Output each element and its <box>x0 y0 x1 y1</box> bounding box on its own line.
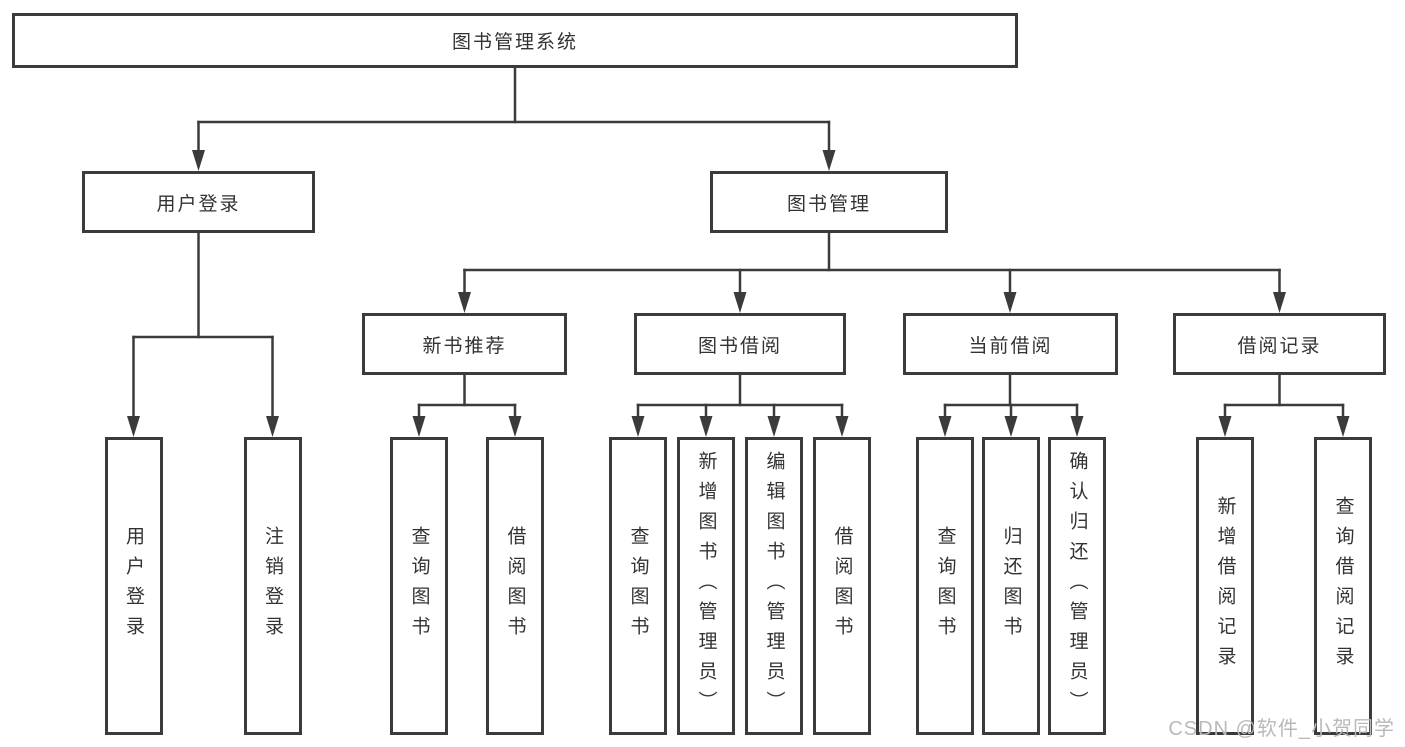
node-new-book-recommend: 新书推荐 <box>362 313 567 375</box>
leaf-label: 确认归还（管理员） <box>1066 451 1088 721</box>
node-label: 借阅记录 <box>1237 335 1322 357</box>
node-label: 新书推荐 <box>422 335 507 357</box>
node-label: 当前借阅 <box>968 335 1053 357</box>
leaf-label: 查询图书 <box>934 526 956 646</box>
leaf-borrow-book: 借阅图书 <box>813 437 871 735</box>
node-label: 图书管理 <box>786 193 871 215</box>
connector-bookmgmt-to-level3 <box>458 231 1286 313</box>
leaf-label: 编辑图书（管理员） <box>763 451 785 721</box>
connector-currentborrow-to-leaves <box>938 373 1084 437</box>
connector-bookborrow-to-leaves <box>631 373 849 437</box>
node-book-borrow: 图书借阅 <box>634 313 846 375</box>
leaf-label: 借阅图书 <box>831 526 853 646</box>
node-current-borrow: 当前借阅 <box>903 313 1118 375</box>
connector-newbook-to-leaves <box>412 373 522 437</box>
leaf-label: 归还图书 <box>1000 526 1022 646</box>
leaf-query-borrow-record: 查询借阅记录 <box>1314 437 1372 735</box>
leaf-label: 借阅图书 <box>504 526 526 646</box>
leaf-query-book-recommend: 查询图书 <box>390 437 448 735</box>
connector-userlogin-to-leaves <box>127 231 279 437</box>
connector-root-to-level2 <box>192 66 836 171</box>
leaf-label: 查询图书 <box>408 526 430 646</box>
connector-borrowrecord-to-leaves <box>1218 373 1350 437</box>
node-user-login: 用户登录 <box>82 171 315 233</box>
leaf-label: 新增借阅记录 <box>1214 496 1236 676</box>
node-library-management-system: 图书管理系统 <box>12 13 1018 68</box>
leaf-add-book-admin: 新增图书（管理员） <box>677 437 735 735</box>
leaf-confirm-return-admin: 确认归还（管理员） <box>1048 437 1106 735</box>
leaf-edit-book-admin: 编辑图书（管理员） <box>745 437 803 735</box>
leaf-query-book-borrow: 查询图书 <box>609 437 667 735</box>
leaf-return-book: 归还图书 <box>982 437 1040 735</box>
node-label: 用户登录 <box>156 193 241 215</box>
node-borrow-records: 借阅记录 <box>1173 313 1386 375</box>
leaf-label: 注销登录 <box>262 526 283 646</box>
node-book-management: 图书管理 <box>710 171 948 233</box>
leaf-label: 查询借阅记录 <box>1332 496 1354 676</box>
leaf-user-login: 用户登录 <box>104 437 163 735</box>
leaf-label: 用户登录 <box>123 526 144 646</box>
leaf-label: 查询图书 <box>627 526 649 646</box>
node-label: 图书管理系统 <box>451 32 578 53</box>
leaf-borrow-book-recommend: 借阅图书 <box>486 437 544 735</box>
node-label: 图书借阅 <box>697 335 782 357</box>
leaf-add-borrow-record: 新增借阅记录 <box>1196 437 1254 735</box>
leaf-query-book-current: 查询图书 <box>916 437 974 735</box>
leaf-logout: 注销登录 <box>243 437 302 735</box>
leaf-label: 新增图书（管理员） <box>695 451 717 721</box>
